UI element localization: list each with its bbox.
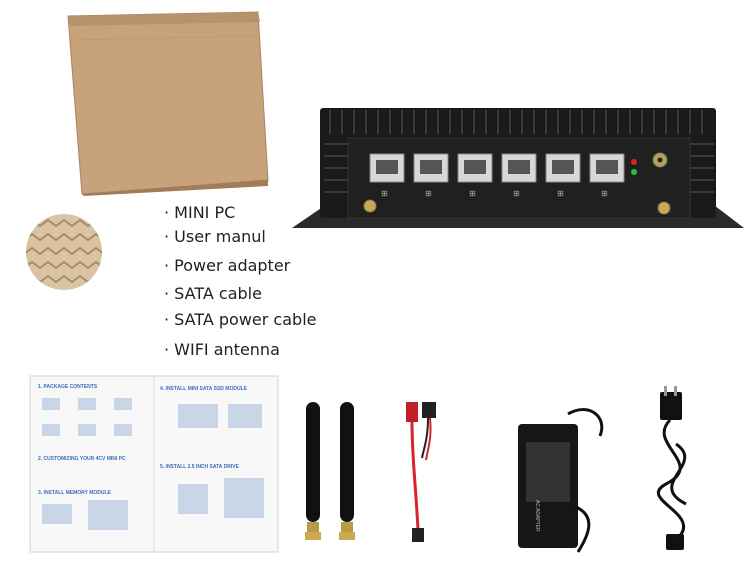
svg-text:⊞: ⊞: [513, 189, 520, 198]
svg-text:⊞: ⊞: [469, 189, 476, 198]
manual-heading-2: 2. CUSTOMIZING YOUR 4CV MINI PC: [38, 456, 126, 462]
item-wifi-antenna: · WIFI antenna: [164, 340, 280, 359]
sata-cable: [406, 402, 436, 542]
wifi-antennas: [305, 402, 355, 540]
item-power-adapter: · Power adapter: [164, 256, 291, 275]
power-adapter: [518, 408, 604, 553]
item-mini-pc: · MINI PC: [164, 203, 236, 222]
mini-pc-device: ⊞ ⊞ ⊞ ⊞ ⊞ ⊞: [292, 108, 744, 228]
user-manual: [29, 375, 279, 553]
manual-heading-4: 4. INSTALL MINI SATA SSD MODULE: [160, 386, 247, 392]
svg-text:⊞: ⊞: [381, 189, 388, 198]
item-user-manual: · User manul: [164, 227, 266, 246]
item-sata-cable: · SATA cable: [164, 284, 262, 303]
adapter-label: AC ADAPTER: [534, 500, 540, 532]
cardboard-sample: [26, 214, 102, 290]
manual-heading-5: 5. INSTALL 2.5 INCH SATA DRIVE: [160, 464, 239, 470]
manual-heading-3: 3. INSTALL MEMORY MODULE: [38, 490, 111, 496]
svg-text:⊞: ⊞: [425, 189, 432, 198]
item-sata-power-cable: · SATA power cable: [164, 310, 317, 329]
svg-text:⊞: ⊞: [557, 189, 564, 198]
cardboard-box: [67, 11, 269, 196]
svg-text:⊞: ⊞: [601, 189, 608, 198]
power-cord: [657, 386, 687, 550]
manual-heading-1: 1. PACKAGE CONTENTS: [38, 384, 98, 390]
